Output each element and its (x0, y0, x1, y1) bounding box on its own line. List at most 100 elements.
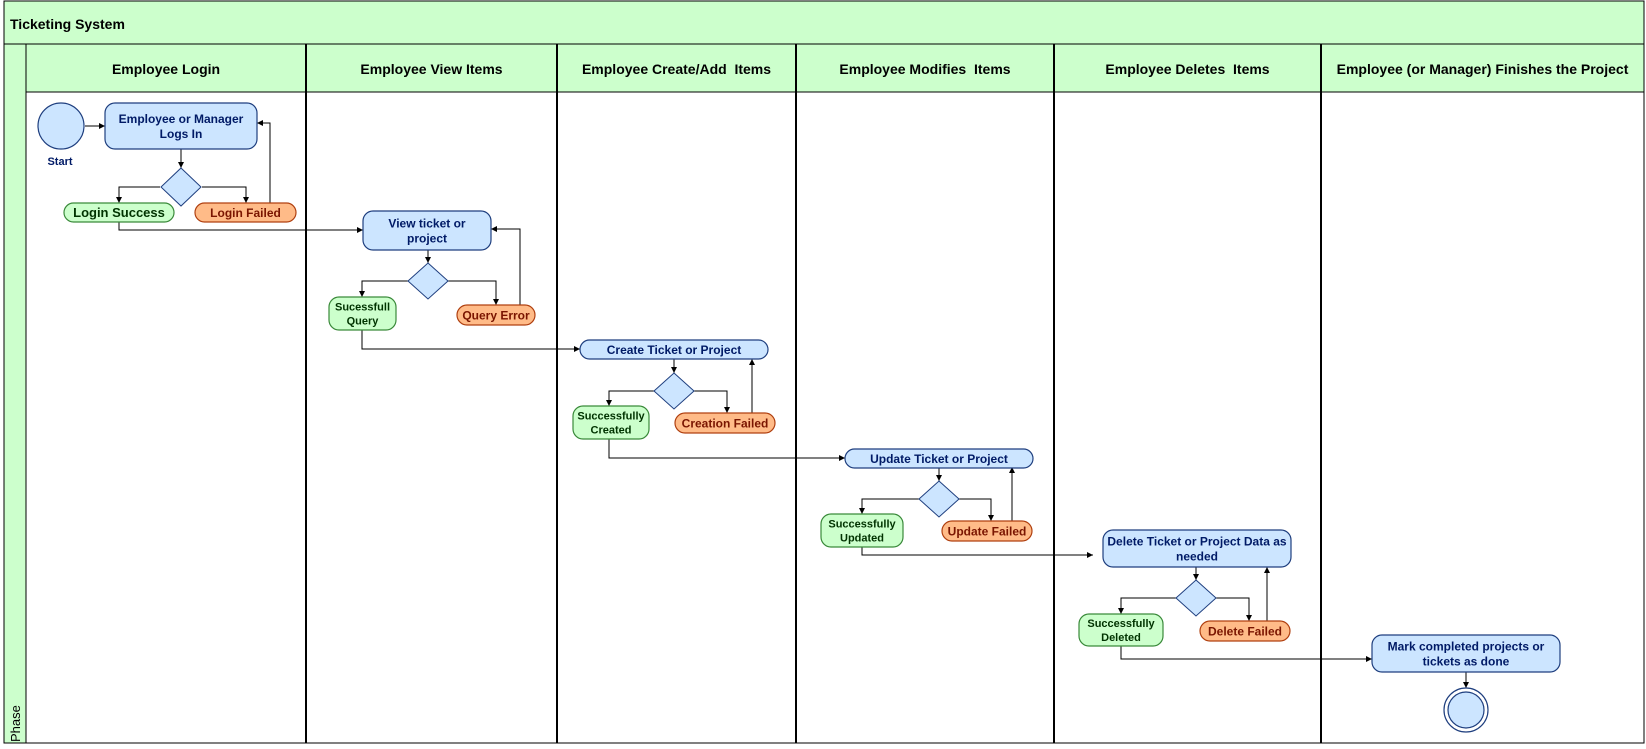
connector-delete-decision-failed (1216, 597, 1252, 621)
connector-delete-decision-success (1118, 597, 1176, 614)
connector-view-decision-error (448, 280, 499, 305)
connector-decision-to-success (116, 186, 160, 203)
lane-header-4 (795, 43, 1055, 93)
lane-title-2: Employee View Items (360, 61, 502, 77)
node-create: Create Ticket or Project (579, 339, 769, 360)
node-label: Delete Ticket or Project Data as (1107, 534, 1287, 548)
node-box (941, 520, 1033, 542)
node-update: Update Ticket or Project (844, 448, 1034, 469)
start-label: Start (47, 156, 72, 168)
node-box (579, 339, 769, 360)
pool-frame (3, 0, 1645, 744)
node-box (104, 102, 258, 150)
create-decision-diamond (653, 372, 695, 410)
node-label: Logs In (160, 127, 203, 141)
node-box (572, 405, 650, 440)
lane-dividers (305, 44, 1322, 743)
lane-header-5 (1053, 43, 1322, 93)
decisions (160, 167, 1217, 617)
login-decision-diamond (160, 167, 202, 207)
node-query-error: Query Error (456, 304, 536, 326)
lane-header-6 (1320, 43, 1645, 93)
update-decision-diamond (918, 480, 960, 518)
node-label: Creation Failed (682, 416, 769, 430)
phase-label: Phase (8, 705, 23, 742)
connector-create-decision-failed (694, 390, 730, 413)
node-label: Deleted (1101, 632, 1141, 644)
lane-header-2 (305, 43, 558, 93)
node-box (63, 202, 175, 223)
node-label: Delete Failed (1208, 624, 1282, 638)
node-label: Login Success (73, 205, 165, 220)
connector-view-decision-success (359, 280, 408, 297)
node-box (194, 202, 297, 223)
node-delete-failed: Delete Failed (1199, 620, 1291, 642)
lane-header-3 (556, 43, 797, 93)
end-event-inner (1447, 691, 1485, 729)
lane-title-5: Employee Deletes Items (1105, 61, 1269, 77)
node-box (820, 513, 904, 548)
node-box (1371, 634, 1561, 673)
node-box (1199, 620, 1291, 642)
lane-title-6: Employee (or Manager) Finishes the Proje… (1337, 61, 1629, 77)
node-login-success: Login Success (63, 202, 175, 223)
node-label: project (407, 231, 447, 245)
node-box (674, 412, 776, 434)
node-label: Updated (840, 532, 884, 544)
diagram-title: Ticketing System (10, 16, 125, 32)
view-decision-diamond (407, 262, 449, 300)
connector-create-decision-success (606, 390, 654, 406)
lane-header-1 (25, 43, 307, 93)
connector-failed-retry (257, 120, 271, 203)
node-box (1078, 613, 1164, 647)
node-label: Create Ticket or Project (607, 343, 742, 357)
node-label: tickets as done (1423, 654, 1510, 668)
node-label: Login Failed (210, 206, 281, 220)
title-bar (3, 0, 1645, 45)
phase-column (3, 43, 27, 744)
node-box (456, 304, 536, 326)
node-label: Query Error (462, 308, 530, 322)
connector-deleted-to-finish (1120, 646, 1372, 662)
delete-decision-diamond (1175, 579, 1217, 617)
node-label: Query (347, 315, 380, 327)
node-label: Successfully (577, 410, 645, 422)
connector-query-to-create (361, 330, 580, 352)
connector-success-to-view (118, 222, 363, 233)
start-event (37, 102, 85, 150)
connector-created-to-update (608, 439, 845, 461)
node-box (328, 296, 397, 331)
node-label: needed (1176, 549, 1218, 563)
node-update-failed: Update Failed (941, 520, 1033, 542)
node-box (844, 448, 1034, 469)
node-label: Created (591, 424, 632, 436)
connector-updated-to-delete (861, 547, 1093, 558)
lane-title-1: Employee Login (112, 61, 220, 77)
node-label: Employee or Manager (119, 112, 244, 126)
node-label: Sucessfull (335, 301, 390, 313)
node-box (1102, 529, 1292, 568)
node-label: Mark completed projects or (1388, 639, 1545, 653)
lane-title-4: Employee Modifies Items (839, 61, 1010, 77)
connector-update-decision-failed (959, 498, 994, 521)
node-label: Update Failed (948, 524, 1027, 538)
connectors (85, 120, 1469, 688)
lane-title-3: Employee Create/Add Items (582, 61, 771, 77)
node-label: Update Ticket or Project (870, 452, 1008, 466)
node-box (362, 210, 492, 251)
connector-decision-to-failed (202, 186, 249, 203)
connector-update-decision-success (859, 498, 919, 514)
node-label: View ticket or (388, 216, 465, 230)
node-create-failed: Creation Failed (674, 412, 776, 434)
node-label: Successfully (828, 518, 896, 530)
node-login-failed: Login Failed (194, 202, 297, 223)
